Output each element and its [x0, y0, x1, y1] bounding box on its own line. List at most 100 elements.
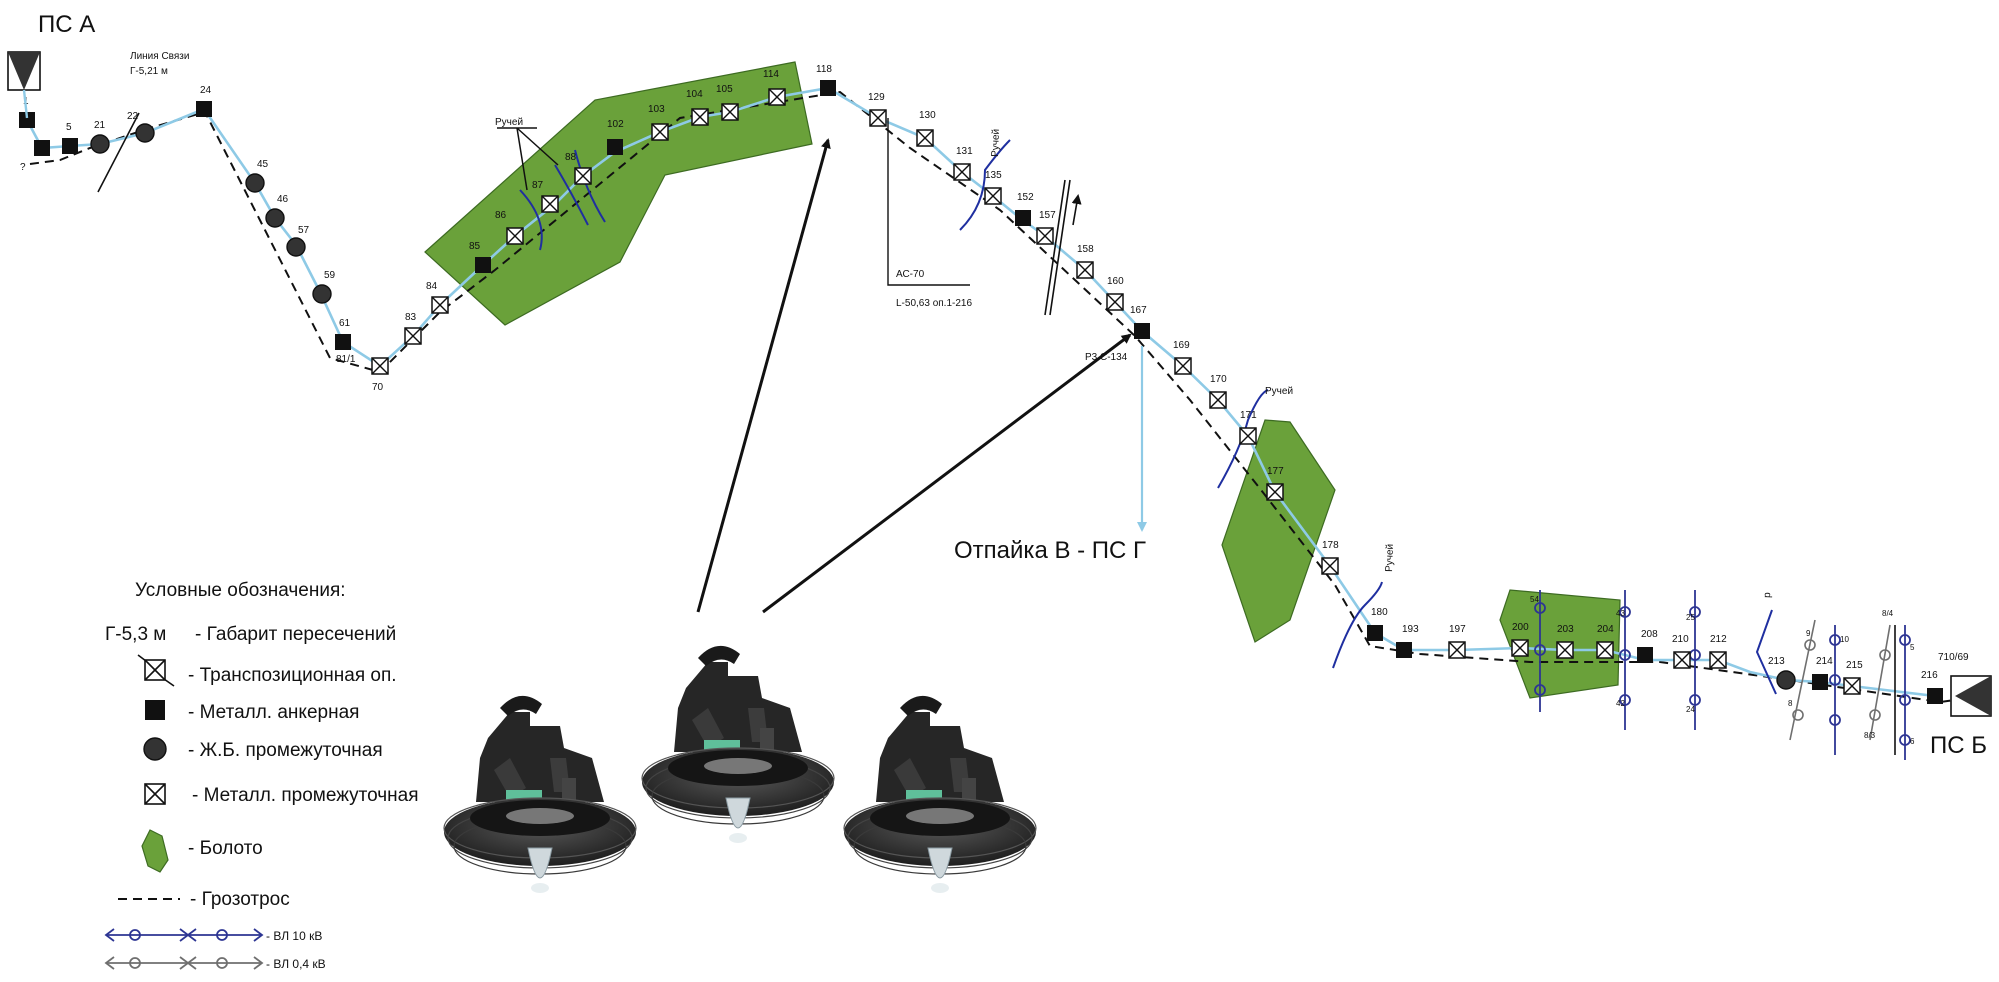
tower-intermediate-mark — [1209, 391, 1227, 409]
tower-label: 171 — [1240, 410, 1257, 421]
tower-label: 104 — [686, 89, 703, 100]
tower-anchor-mark — [1396, 642, 1412, 658]
tower-label: 169 — [1173, 340, 1190, 351]
vl04-crossing-tag: 8/4 — [1882, 609, 1894, 618]
tower-label: ? — [20, 162, 26, 173]
legend-vl10-icon — [104, 928, 264, 942]
tower-label: 131 — [956, 146, 973, 157]
tower-anchor-mark — [607, 139, 623, 155]
tower-intermediate-mark — [541, 195, 559, 213]
branch-tower-label: Р3 С-134 — [1085, 352, 1128, 363]
tower-intermediate-mark — [768, 88, 786, 106]
tower-intermediate-mark — [371, 357, 389, 375]
tower-label: 88 — [565, 152, 577, 163]
tower-label: 212 — [1710, 634, 1727, 645]
main-line — [25, 86, 1936, 698]
tower-label: 21 — [94, 120, 106, 131]
stream-label-1: Ручей — [495, 117, 523, 128]
tower-intermediate-mark — [506, 227, 524, 245]
tower-intermediate-mark — [1596, 641, 1614, 659]
legend-anchor-text: - Металл. анкерная — [188, 702, 359, 723]
vl10-crossing-tag: 43 — [1616, 609, 1625, 618]
swamp-areas — [424, 61, 1621, 699]
tower-label: 178 — [1322, 540, 1339, 551]
tower-intermediate-mark — [916, 129, 934, 147]
tower-anchor-mark — [1812, 674, 1828, 690]
tower-label: 130 — [919, 110, 936, 121]
legend-transposition-icon — [137, 654, 175, 687]
tower-label: 103 — [648, 104, 665, 115]
substation-b-label: ПС Б — [1930, 732, 1987, 759]
tower-anchor-mark — [34, 140, 50, 156]
lamp-images — [443, 645, 1037, 894]
tower-label: 114 — [763, 69, 779, 80]
tower-label: 102 — [607, 119, 624, 130]
tower-anchor-mark — [62, 138, 78, 154]
vl10-crossing-tag: 25 — [1686, 613, 1695, 622]
tower-label: 170 — [1210, 374, 1227, 385]
vl10-crossing-tag: 42 — [1616, 699, 1625, 708]
crossing-p-mark: р — [1762, 592, 1773, 598]
legend-vl04-text: - ВЛ 0,4 кВ — [266, 957, 326, 971]
tower-concrete-mark — [135, 123, 155, 143]
tower-label: 46 — [277, 194, 289, 205]
lamp-1 — [443, 695, 637, 894]
tower-intermediate-mark — [1239, 427, 1257, 445]
tower-anchor-mark — [475, 257, 491, 273]
tower-intermediate-mark — [1511, 639, 1529, 657]
legend-swamp-icon — [141, 829, 169, 873]
tower-label: 57 — [298, 225, 310, 236]
vl04-crossing-tag: 9 — [1806, 629, 1811, 638]
wire-label: АС-70 — [896, 269, 925, 280]
tower-anchor-mark — [820, 80, 836, 96]
tower-concrete-mark — [312, 284, 332, 304]
legend-vl04-icon — [104, 956, 264, 970]
tower-label: 160 — [1107, 276, 1124, 287]
tower-label: 5 — [66, 122, 72, 133]
legend-anchor-icon — [145, 700, 165, 720]
tower-intermediate-mark — [691, 108, 709, 126]
tower-anchor-mark — [19, 112, 35, 128]
tower-concrete-mark — [1776, 670, 1796, 690]
lamp-2 — [641, 645, 835, 844]
tower-concrete-mark — [90, 134, 110, 154]
legend-gabarit-text: - Габарит пересечений — [195, 624, 396, 645]
vl10-crossing-tag: 6 — [1910, 737, 1915, 746]
legend-transposition-text: - Транспозиционная оп. — [188, 665, 397, 686]
vl10-crossing-tag: 5 — [1910, 643, 1915, 652]
tower-label: 86 — [495, 210, 507, 221]
tower-intermediate-mark — [1709, 651, 1727, 669]
tower-label: 45 — [257, 159, 269, 170]
tower-intermediate-mark — [1843, 677, 1861, 695]
tower-label: 200 — [1512, 622, 1529, 633]
vl04-crossing-tag: 8/3 — [1864, 731, 1876, 740]
tower-label: 213 — [1768, 656, 1785, 667]
tower-label: 216 — [1921, 670, 1938, 681]
legend-concrete-text: - Ж.Б. промежуточная — [188, 740, 383, 761]
tower-label: 85 — [469, 241, 481, 252]
tower-intermediate-mark — [984, 187, 1002, 205]
tower-anchor-mark — [1637, 647, 1653, 663]
tower-intermediate-mark — [1673, 651, 1691, 669]
tower-intermediate-mark — [1174, 357, 1192, 375]
legend-concrete-icon — [143, 737, 167, 761]
tower-label: 118 — [816, 64, 832, 75]
stream-label-2: Ручей — [990, 129, 1002, 157]
tower-intermediate-mark — [404, 327, 422, 345]
branch-label: Отпайка В - ПС Г — [954, 537, 1146, 564]
tower-intermediate-mark — [1036, 227, 1054, 245]
legend-intermediate-text: - Металл. промежуточная — [192, 785, 419, 806]
tower-label: 214 — [1816, 656, 1833, 667]
legend-vl10-text: - ВЛ 10 кВ — [266, 929, 322, 943]
vl10-crossing-tag: 54 — [1530, 595, 1539, 604]
tower-label: 59 — [324, 270, 336, 281]
length-label: L-50,63 оп.1-216 — [896, 298, 972, 309]
tower-label: 158 — [1077, 244, 1094, 255]
tower-intermediate-mark — [869, 109, 887, 127]
tower-intermediate-mark — [1106, 293, 1124, 311]
tower-anchor-mark — [1015, 210, 1031, 226]
labels: ПС А ПС Б Отпайка В - ПС Г Линия Связи Г… — [38, 11, 1987, 759]
tower-label: 84 — [426, 281, 438, 292]
